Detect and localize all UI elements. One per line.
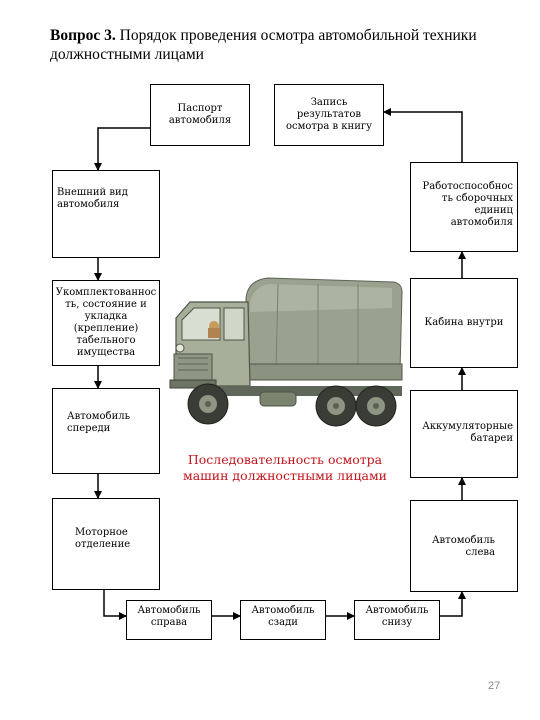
box-cabin-label: Кабина внутри — [424, 317, 504, 328]
box-record: Запись результатов осмотра в книгу — [274, 84, 384, 146]
diagram-caption: Последовательность осмотра машин должнос… — [183, 452, 387, 483]
arrow-units-record — [383, 108, 463, 162]
page-title: Вопрос 3. Порядок проведения осмотра авт… — [50, 26, 510, 64]
box-left: Автомобиль слева — [410, 500, 518, 592]
box-front: Автомобиль спереди — [52, 388, 160, 474]
page-number: 27 — [488, 680, 501, 692]
box-left-label: Автомобиль слева — [431, 535, 495, 558]
box-bottom-label: Автомобиль снизу — [365, 605, 429, 628]
box-batteries: Аккумуляторные батареи — [410, 390, 518, 478]
box-equipment: Укомплектованнос ть, состояние и укладка… — [52, 280, 160, 366]
box-exterior: Внешний вид автомобиля — [52, 170, 160, 258]
box-bottom: Автомобиль снизу — [354, 600, 440, 640]
box-equipment-label: Укомплектованнос ть, состояние и укладка… — [55, 287, 157, 358]
box-engine-label: Моторное отделение — [75, 527, 131, 550]
box-rear: Автомобиль сзади — [240, 600, 326, 640]
box-units: Работоспособнос ть сборочных единиц авто… — [410, 162, 518, 252]
truck-illustration — [169, 277, 403, 427]
box-passport-label: Паспорт автомобиля — [168, 103, 232, 126]
arrow-passport-exterior — [94, 127, 150, 171]
box-engine: Моторное отделение — [52, 498, 160, 590]
box-passport: Паспорт автомобиля — [150, 84, 250, 146]
arrow-engine-right — [103, 590, 127, 620]
box-rear-label: Автомобиль сзади — [251, 605, 315, 628]
box-batteries-label: Аккумуляторные батареи — [422, 421, 513, 444]
box-front-label: Автомобиль спереди — [67, 411, 131, 434]
title-text: Порядок проведения осмотра автомобильной… — [50, 27, 477, 63]
box-units-label: Работоспособнос ть сборочных единиц авто… — [422, 181, 514, 228]
question-label: Вопрос 3. — [50, 27, 116, 44]
box-right: Автомобиль справа — [126, 600, 212, 640]
box-right-label: Автомобиль справа — [137, 605, 201, 628]
box-record-label: Запись результатов осмотра в книгу — [285, 97, 372, 132]
arrow-bottom-left — [440, 591, 466, 617]
box-exterior-label: Внешний вид автомобиля — [57, 187, 128, 210]
box-cabin: Кабина внутри — [410, 278, 518, 368]
